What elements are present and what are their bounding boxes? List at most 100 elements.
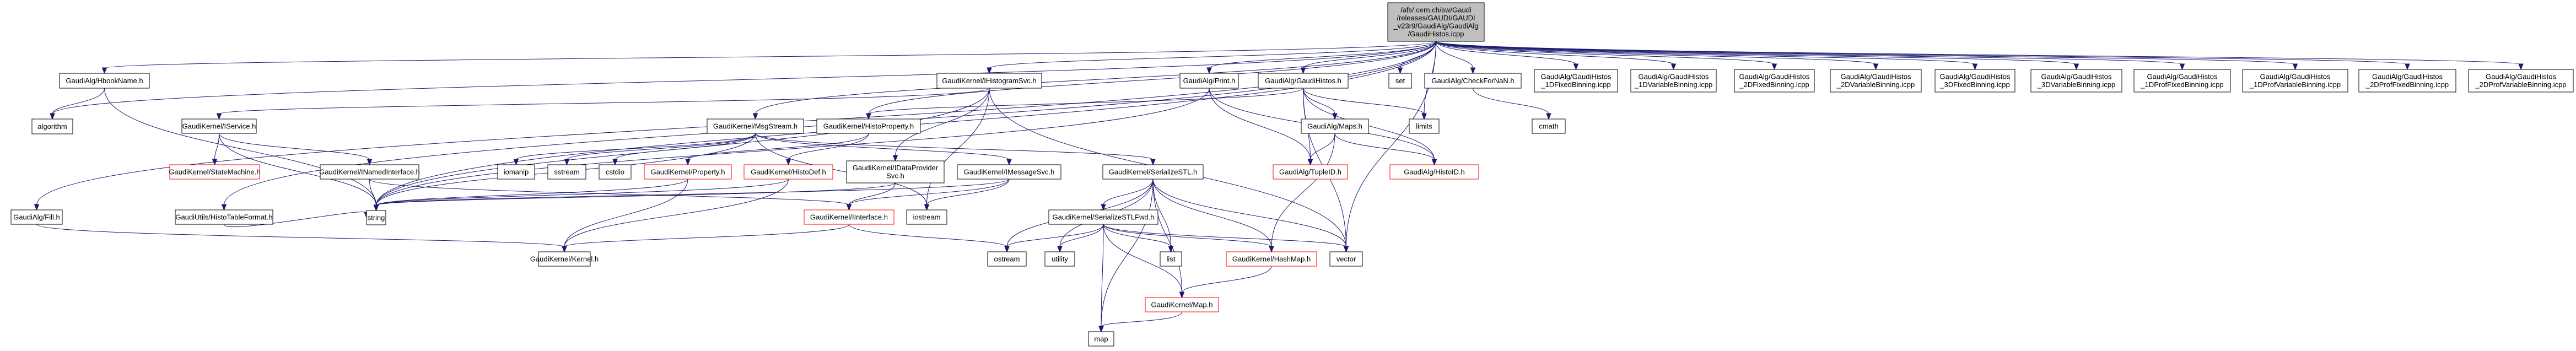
node-box[interactable] [1830, 69, 1922, 93]
node-box[interactable] [804, 209, 894, 225]
node-i1dvar[interactable]: GaudiAlg/GaudiHistos_1DVariableBinning.i… [1630, 69, 1717, 93]
node-gaudihistos[interactable]: GaudiAlg/GaudiHistos.h [1258, 73, 1349, 89]
node-box[interactable] [906, 209, 947, 225]
node-box[interactable] [2358, 69, 2456, 93]
node-box[interactable] [497, 164, 535, 180]
node-box[interactable] [1532, 118, 1566, 134]
node-box[interactable] [1934, 69, 2015, 93]
node-box[interactable] [743, 164, 833, 180]
node-utility[interactable]: utility [1044, 251, 1075, 267]
node-maps[interactable]: GaudiAlg/Maps.h [1301, 118, 1369, 134]
node-box[interactable] [2468, 69, 2574, 93]
node-iomanip[interactable]: iomanip [497, 164, 535, 180]
node-histoproperty[interactable]: GaudiKernel/HistoProperty.h [816, 118, 921, 134]
node-property[interactable]: GaudiKernel/Property.h [644, 164, 732, 180]
node-histotableformat[interactable]: GaudiUtils/HistoTableFormat.h [175, 209, 273, 225]
node-box[interactable] [2030, 69, 2122, 93]
node-box[interactable] [1630, 69, 1717, 93]
node-box[interactable] [1145, 297, 1219, 312]
node-cmath[interactable]: cmath [1532, 118, 1566, 134]
node-box[interactable] [599, 164, 632, 180]
node-print[interactable]: GaudiAlg/Print.h [1179, 73, 1239, 89]
node-box[interactable] [816, 118, 921, 134]
node-limits[interactable]: limits [1409, 118, 1440, 134]
node-box[interactable] [366, 210, 386, 225]
node-box[interactable] [1387, 2, 1485, 42]
node-list[interactable]: list [1160, 251, 1182, 267]
node-box[interactable] [1273, 164, 1348, 180]
node-box[interactable] [1301, 118, 1369, 134]
node-set[interactable]: set [1388, 73, 1412, 89]
node-hashmap[interactable]: GaudiKernel/HashMap.h [1226, 251, 1317, 267]
node-vector[interactable]: vector [1329, 251, 1363, 267]
node-i1dprofvar[interactable]: GaudiAlg/GaudiHistos_1DProfVariableBinni… [2242, 69, 2348, 93]
node-box[interactable] [181, 118, 257, 134]
node-i1dproffixed[interactable]: GaudiAlg/GaudiHistos_1DProfFixedBinning.… [2133, 69, 2231, 93]
node-box[interactable] [1409, 118, 1440, 134]
node-histodef[interactable]: GaudiKernel/HistoDef.h [743, 164, 833, 180]
node-map[interactable]: map [1088, 331, 1114, 347]
node-box[interactable] [1160, 251, 1182, 267]
node-box[interactable] [31, 118, 73, 134]
node-box[interactable] [1088, 331, 1114, 347]
node-cstdio[interactable]: cstdio [599, 164, 632, 180]
node-iostream[interactable]: iostream [906, 209, 947, 225]
node-kernel[interactable]: GaudiKernel/Kernel.h [530, 251, 599, 267]
node-i3dfixed[interactable]: GaudiAlg/GaudiHistos_3DFixedBinning.icpp [1934, 69, 2015, 93]
node-mapk[interactable]: GaudiKernel/Map.h [1145, 297, 1219, 312]
node-iservice[interactable]: GaudiKernel/IService.h [181, 118, 257, 134]
node-msgstream[interactable]: GaudiKernel/MsgStream.h [707, 118, 804, 134]
node-serializestl[interactable]: GaudiKernel/SerializeSTL.h [1102, 164, 1204, 180]
node-algorithm[interactable]: algorithm [31, 118, 73, 134]
node-hbookname[interactable]: GaudiAlg/HbookName.h [59, 73, 150, 89]
node-box[interactable] [1424, 73, 1522, 89]
node-box[interactable] [1044, 251, 1075, 267]
node-box[interactable] [987, 251, 1027, 267]
node-ostream[interactable]: ostream [987, 251, 1027, 267]
node-string[interactable]: string [366, 210, 386, 225]
node-box[interactable] [1388, 73, 1412, 89]
node-serializestlfwd[interactable]: GaudiKernel/SerializeSTLFwd.h [1048, 209, 1158, 225]
node-box[interactable] [169, 164, 260, 180]
node-inamedinterface[interactable]: GaudiKernel/INamedInterface.h [319, 164, 420, 180]
node-box[interactable] [936, 73, 1042, 89]
node-tupleid[interactable]: GaudiAlg/TupleID.h [1273, 164, 1348, 180]
node-box[interactable] [707, 118, 804, 134]
node-box[interactable] [59, 73, 150, 89]
node-box[interactable] [175, 209, 273, 225]
node-box[interactable] [1734, 69, 1815, 93]
node-root[interactable]: /afs/.cern.ch/sw/Gaudi/releases/GAUDI/GA… [1387, 2, 1485, 42]
node-box[interactable] [1329, 251, 1363, 267]
node-box[interactable] [1048, 209, 1158, 225]
node-box[interactable] [1258, 73, 1349, 89]
node-i3dvar[interactable]: GaudiAlg/GaudiHistos_3DVariableBinning.i… [2030, 69, 2122, 93]
node-box[interactable] [1226, 251, 1317, 267]
node-iinterface[interactable]: GaudiKernel/IInterface.h [804, 209, 894, 225]
node-sstream[interactable]: sstream [547, 164, 586, 180]
node-box[interactable] [2133, 69, 2231, 93]
node-ihistogramsvc[interactable]: GaudiKernel/IHistogramSvc.h [936, 73, 1042, 89]
node-box[interactable] [846, 160, 945, 183]
node-fill[interactable]: GaudiAlg/Fill.h [10, 209, 63, 225]
node-i2dproffixed[interactable]: GaudiAlg/GaudiHistos_2DProfFixedBinning.… [2358, 69, 2456, 93]
node-histoid[interactable]: GaudiAlg/HistoID.h [1389, 164, 1479, 180]
node-box[interactable] [1102, 164, 1204, 180]
node-box[interactable] [1534, 69, 1618, 93]
node-box[interactable] [538, 251, 591, 267]
node-statemachine[interactable]: GaudiKernel/StateMachine.h [169, 164, 261, 180]
node-box[interactable] [1179, 73, 1239, 89]
node-box[interactable] [547, 164, 586, 180]
node-box[interactable] [957, 164, 1061, 180]
node-box[interactable] [320, 164, 419, 180]
node-imessagesvc[interactable]: GaudiKernel/IMessageSvc.h [957, 164, 1061, 180]
node-i2dfixed[interactable]: GaudiAlg/GaudiHistos_2DFixedBinning.icpp [1734, 69, 1815, 93]
node-i1dfixed[interactable]: GaudiAlg/GaudiHistos_1DFixedBinning.icpp [1534, 69, 1618, 93]
node-checkfornan[interactable]: GaudiAlg/CheckForNaN.h [1424, 73, 1522, 89]
node-i2dprofvar[interactable]: GaudiAlg/GaudiHistos_2DProfVariableBinni… [2468, 69, 2574, 93]
node-box[interactable] [1389, 164, 1479, 180]
node-i2dvar[interactable]: GaudiAlg/GaudiHistos_2DVariableBinning.i… [1830, 69, 1922, 93]
node-box[interactable] [2242, 69, 2348, 93]
node-box[interactable] [644, 164, 732, 180]
node-box[interactable] [10, 209, 63, 225]
